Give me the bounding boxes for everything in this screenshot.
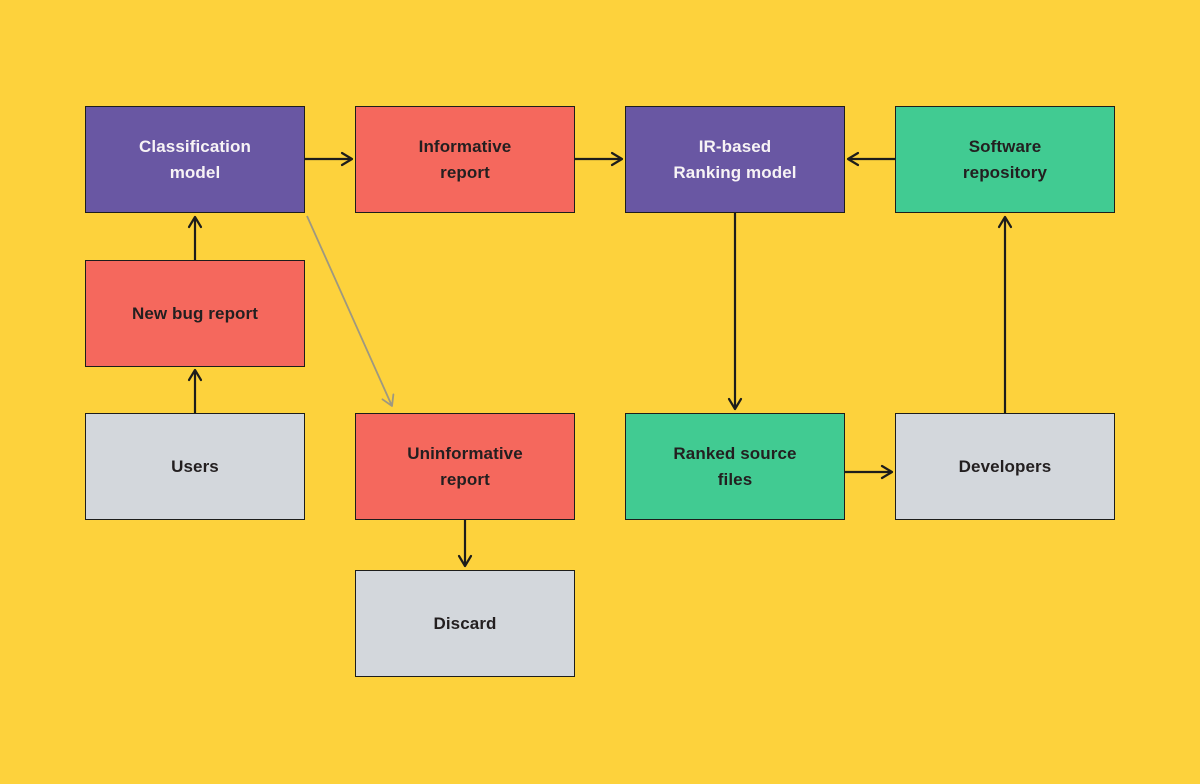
node-users: Users	[85, 413, 305, 520]
node-label: Informative report	[418, 136, 512, 182]
node-label: Uninformative report	[407, 443, 523, 489]
node-ir-based-ranking-model: IR-based Ranking model	[625, 106, 845, 213]
node-label: Software repository	[962, 136, 1048, 182]
node-label: IR-based Ranking model	[673, 136, 797, 182]
node-label: Classification model	[139, 136, 251, 182]
node-discard: Discard	[355, 570, 575, 677]
node-uninformative-report: Uninformative report	[355, 413, 575, 520]
node-label: New bug report	[131, 303, 259, 323]
node-informative-report: Informative report	[355, 106, 575, 213]
node-label: Users	[171, 456, 219, 476]
node-label: Discard	[433, 613, 497, 633]
node-classification-model: Classification model	[85, 106, 305, 213]
arrow-classification-to-uninformative	[306, 215, 395, 407]
node-label: Ranked source files	[673, 443, 797, 489]
node-software-repository: Software repository	[895, 106, 1115, 213]
node-ranked-source-files: Ranked source files	[625, 413, 845, 520]
node-developers: Developers	[895, 413, 1115, 520]
node-new-bug-report: New bug report	[85, 260, 305, 367]
node-label: Developers	[958, 456, 1052, 476]
